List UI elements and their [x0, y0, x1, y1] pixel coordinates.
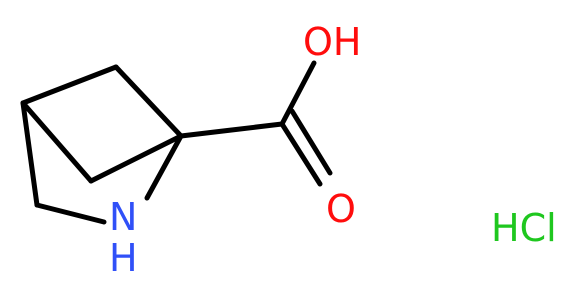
bond-left-bridgehead-to-inner: [20, 100, 94, 184]
carbonyl-oxygen-label: O: [326, 187, 356, 231]
bond-top-to-left-bridgehead: [20, 64, 119, 106]
bond-carboxyl-carbon-to-hydroxyl: [279, 60, 317, 127]
skeleton-bonds: [20, 64, 184, 225]
hydrochloride-label: HCl: [491, 206, 557, 250]
hydroxyl-label: OH: [303, 20, 361, 64]
bond-bridgehead-to-carboxyl-carbon: [178, 121, 285, 139]
bond-carbonyl-double-a: [279, 121, 323, 187]
bond-left-bridgehead-to-lower: [20, 100, 40, 208]
bond-lower-to-nitrogen: [34, 202, 107, 225]
amine-hydrogen-label: H: [109, 236, 138, 280]
bond-carbonyl-double-b: [289, 108, 333, 176]
bond-inner-to-bridgehead: [88, 133, 184, 184]
carboxyl-group: [178, 60, 333, 187]
amine-nitrogen-label: N: [109, 195, 137, 239]
bond-nitrogen-to-bridgehead: [144, 133, 184, 201]
bond-bridgehead-to-top: [113, 64, 184, 139]
